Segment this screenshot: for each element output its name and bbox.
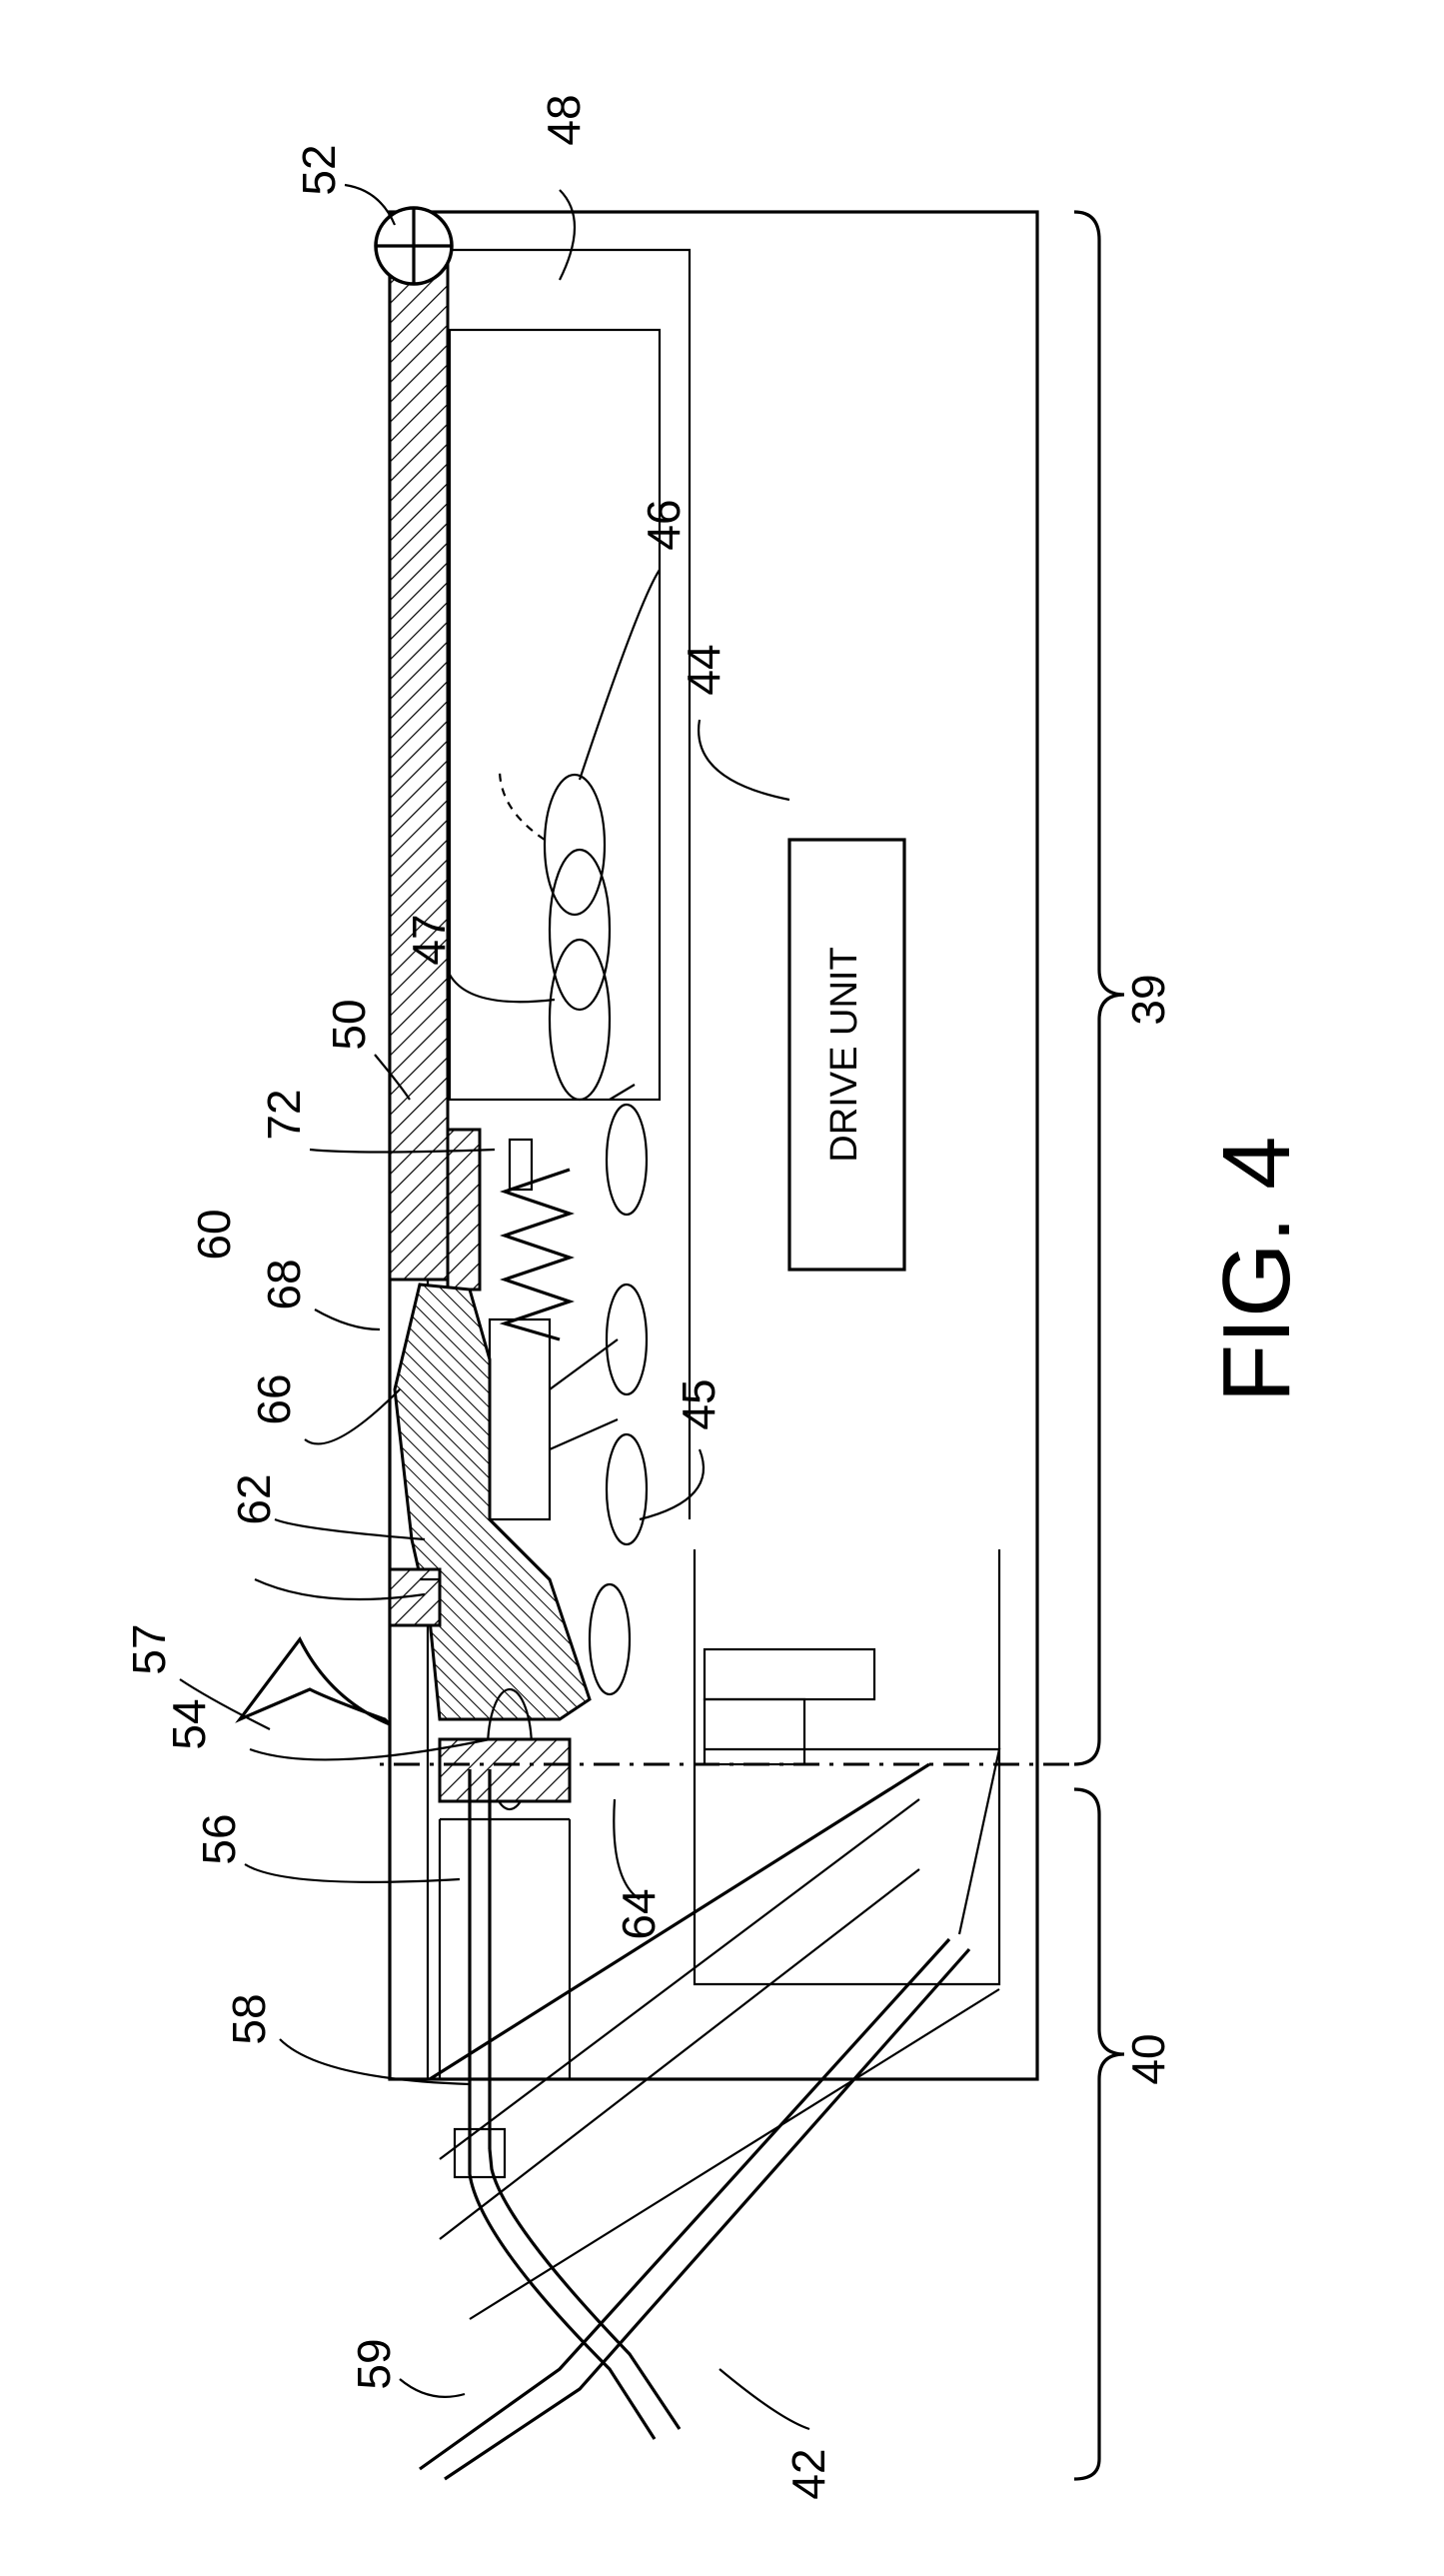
- actuator-body-60: [395, 1285, 590, 1719]
- bracket-50-side: [448, 1130, 480, 1289]
- label-40: 40: [1122, 2033, 1174, 2084]
- label-72: 72: [258, 1089, 310, 1140]
- label-50: 50: [323, 999, 375, 1050]
- label-52: 52: [293, 144, 345, 195]
- label-58: 58: [223, 1993, 275, 2044]
- coil-46: [545, 775, 605, 915]
- spring-72: [505, 1170, 570, 1339]
- brace-39: [1074, 212, 1124, 1764]
- cable-link-4: [590, 1584, 630, 1694]
- figure-caption: FIG. 4: [1203, 1137, 1310, 1403]
- component-48-box: [450, 330, 660, 1100]
- plate-40b: [440, 1799, 919, 2159]
- component-45-b: [705, 1649, 874, 1699]
- label-54: 54: [163, 1698, 215, 1749]
- label-46: 46: [638, 499, 690, 550]
- drive-unit-text: DRIVE UNIT: [823, 947, 865, 1162]
- label-57: 57: [123, 1623, 175, 1674]
- label-62: 62: [228, 1473, 280, 1524]
- label-60: 60: [188, 1209, 240, 1260]
- plate-40c: [440, 1869, 919, 2239]
- label-47: 47: [403, 914, 455, 965]
- cable-link-3: [607, 1434, 647, 1544]
- label-48: 48: [538, 94, 590, 145]
- label-56: 56: [193, 1813, 245, 1864]
- label-66: 66: [248, 1373, 300, 1424]
- coil-47b: [550, 850, 610, 1010]
- label-68: 68: [258, 1259, 310, 1309]
- label-39: 39: [1122, 974, 1174, 1025]
- component-45-a: [705, 1699, 804, 1764]
- label-42: 42: [782, 2448, 834, 2499]
- probe-42: [420, 1939, 949, 2469]
- plunger-block: [490, 1319, 550, 1519]
- housing-45: [695, 1549, 999, 1984]
- needle-tip-block: [455, 2129, 505, 2177]
- label-64: 64: [613, 1888, 665, 1939]
- needle-holder-56: [440, 1739, 570, 1801]
- plate-40a: [430, 1764, 929, 2079]
- label-59: 59: [348, 2338, 400, 2389]
- lever-arm-50: [390, 250, 448, 1280]
- cable-link-1: [607, 1105, 647, 1215]
- cable-link-2: [607, 1285, 647, 1394]
- tip-57: [240, 1639, 390, 1724]
- stage-block: [705, 1749, 999, 1934]
- label-44: 44: [678, 644, 729, 695]
- label-45: 45: [673, 1378, 724, 1429]
- coil-47a: [550, 940, 610, 1100]
- brace-40: [1074, 1789, 1124, 2479]
